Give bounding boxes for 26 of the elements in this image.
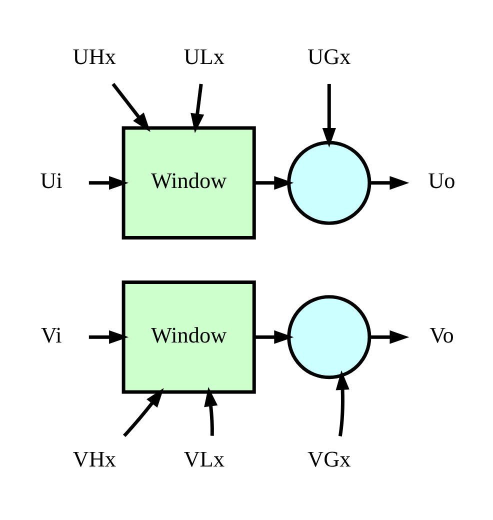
- arrow: [370, 330, 410, 344]
- arrow: [112, 82, 150, 132]
- node-circle: [287, 295, 372, 380]
- arrow: [204, 386, 218, 436]
- arrow: [254, 176, 294, 190]
- arrow: [122, 388, 164, 438]
- node-text: Vo: [430, 322, 454, 348]
- arrow: [88, 176, 129, 190]
- node-text: UHx: [72, 44, 116, 69]
- node-text: ULx: [184, 44, 224, 69]
- node-text: Ui: [40, 168, 62, 194]
- arrow: [190, 84, 204, 134]
- arrow: [370, 176, 410, 190]
- node-box: Window: [122, 280, 256, 394]
- arrow: [322, 84, 336, 148]
- node-text: Vi: [40, 322, 62, 348]
- node-text: VLx: [184, 446, 224, 472]
- node-text: UGx: [308, 44, 351, 69]
- arrow: [254, 330, 294, 344]
- arrow: [336, 370, 350, 436]
- node-text: VHx: [72, 446, 116, 472]
- arrow: [88, 330, 129, 344]
- node-text: VGx: [308, 446, 351, 472]
- node-text: Uo: [428, 168, 456, 194]
- node-circle: [287, 140, 372, 225]
- node-box: Window: [122, 126, 256, 240]
